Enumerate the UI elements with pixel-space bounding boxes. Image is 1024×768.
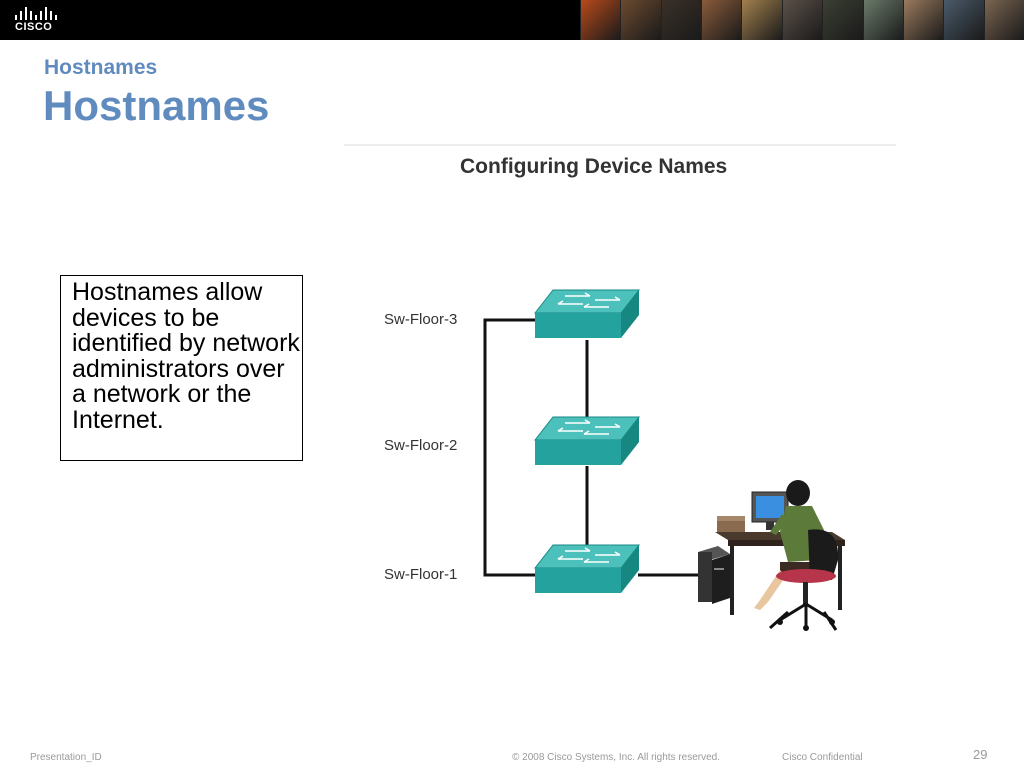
copyright-notice: © 2008 Cisco Systems, Inc. All rights re… <box>512 752 721 763</box>
switch-label-floor-1: Sw-Floor-1 <box>384 566 458 583</box>
header-photo-tile <box>862 0 903 40</box>
cisco-logo-text: CISCO <box>15 21 53 33</box>
link-floor3-floor1 <box>483 318 535 577</box>
header-photo-tile <box>701 0 742 40</box>
confidential-label: Cisco Confidential <box>782 752 863 763</box>
header-photo-tile <box>983 0 1024 40</box>
header-photo-tile <box>741 0 782 40</box>
diagram-title: Configuring Device Names <box>460 155 728 178</box>
header-photo-tile <box>580 0 621 40</box>
page-number: 29 <box>973 747 988 762</box>
slide-subtitle: Hostnames <box>44 56 158 79</box>
header-photo-strip <box>580 0 1024 40</box>
header-photo-tile <box>781 0 823 40</box>
header-photo-tile <box>822 0 863 40</box>
diagram-canvas <box>483 289 845 631</box>
switch-label-floor-2: Sw-Floor-2 <box>384 437 458 454</box>
slide-title: Hostnames <box>43 82 270 129</box>
admin-workstation-icon <box>698 480 845 631</box>
header-photo-tile <box>620 0 661 40</box>
switch-floor-2-icon <box>533 416 641 465</box>
header-photo-tile <box>902 0 944 40</box>
hostname-description-box: Hostnames allow devices to be identified… <box>60 275 303 461</box>
header-bar: CISCO <box>0 0 1024 40</box>
network-diagram: Configuring Device Names Sw-Floor-3 Sw-F… <box>340 140 900 660</box>
switch-floor-1-icon <box>533 544 641 593</box>
cisco-logo: CISCO <box>12 4 62 36</box>
switch-label-floor-3: Sw-Floor-3 <box>384 311 458 328</box>
header-photo-tile <box>943 0 984 40</box>
diagram-top-divider <box>344 144 896 146</box>
cisco-bars-icon <box>15 7 57 20</box>
switch-floor-3-icon <box>533 289 641 338</box>
header-photo-tile <box>660 0 702 40</box>
presentation-id: Presentation_ID <box>30 752 102 763</box>
